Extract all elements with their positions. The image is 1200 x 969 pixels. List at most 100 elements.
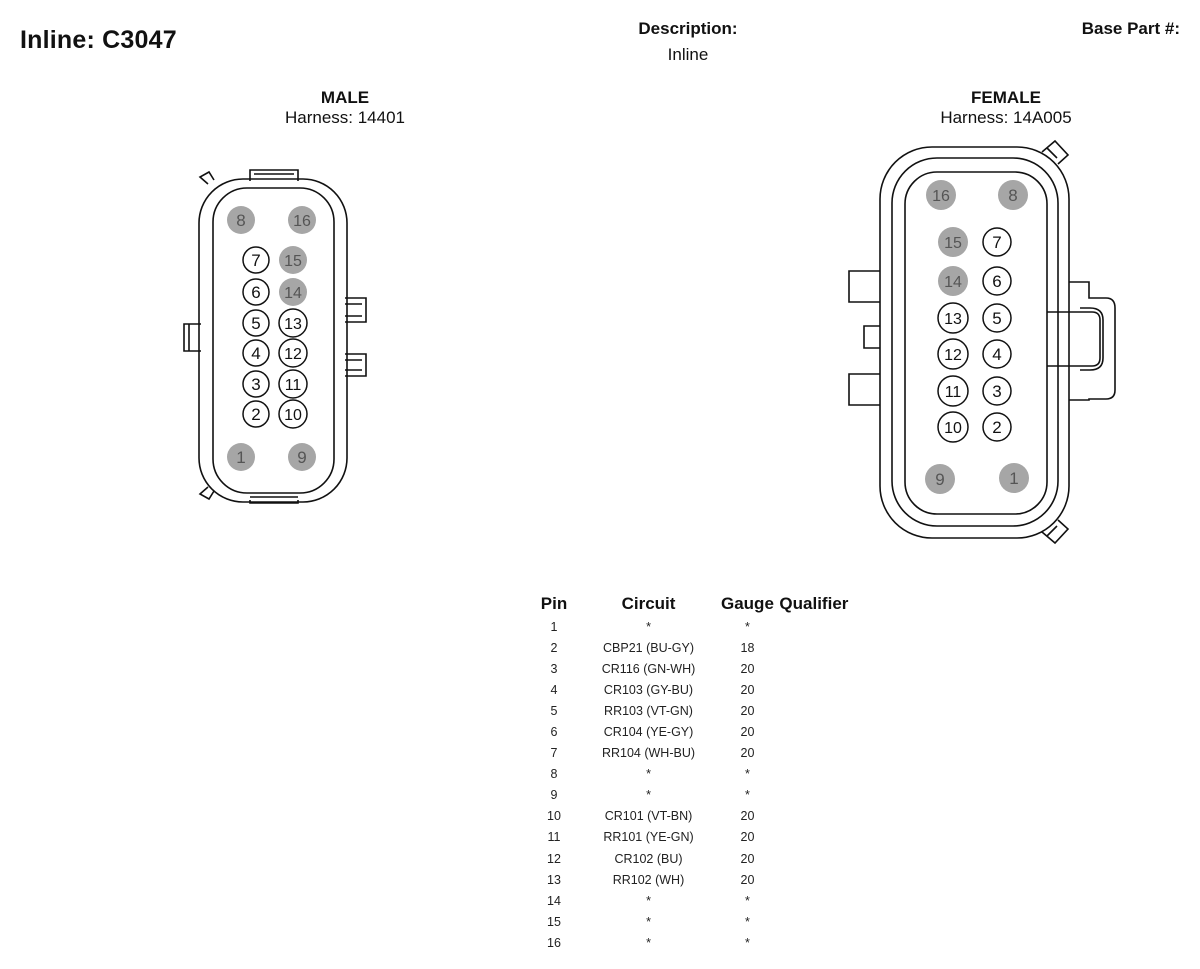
qualifier-cell [774, 743, 854, 764]
female-pin-cavity [937, 302, 969, 334]
male-harness-label: Harness: 14401 [284, 108, 406, 127]
table-row: 16** [532, 932, 854, 953]
circuit-cell: * [646, 935, 651, 950]
circuit-cell: * [646, 767, 651, 782]
gauge-cell: * [745, 767, 750, 782]
qualifier-cell [774, 721, 854, 742]
female-pin-label: 8 [1008, 186, 1017, 205]
gauge-cell: * [745, 893, 750, 908]
pin-column-header: Pin [540, 594, 568, 613]
female-left-key-lower [848, 373, 880, 406]
male-pin-label: 5 [251, 314, 260, 333]
female-pin-label: 4 [992, 345, 1001, 364]
female-pin-label: 7 [992, 233, 1001, 252]
base-part-label: Base Part #: [1081, 19, 1180, 38]
female-pin-cavity [998, 180, 1028, 210]
pin-cell: 9 [550, 788, 558, 803]
pin-cell: 2 [550, 640, 558, 655]
male-top-ear [198, 170, 215, 185]
qualifier-cell [774, 658, 854, 679]
pin-cell: 13 [547, 872, 561, 887]
pin-cell: 1 [550, 619, 558, 634]
table-header-row: Pin Circuit Gauge Qualifier [532, 592, 854, 616]
male-pin-cavity [279, 246, 307, 274]
female-pin-cavity [937, 338, 969, 370]
gauge-cell: 20 [740, 746, 755, 761]
pin-circuit-table: Pin Circuit Gauge Qualifier 1 * * 2 CBP21 (B… [532, 592, 854, 954]
male-pin-cavity [279, 278, 307, 306]
qualifier-cell [774, 911, 854, 932]
circuit-cell: CR104 (YE-GY) [603, 725, 694, 740]
male-pin-label: 13 [284, 316, 302, 333]
male-pin-label: 11 [285, 377, 302, 394]
male-pin-label: 16 [293, 213, 311, 230]
male-gender-label: MALE [320, 88, 370, 107]
male-pin-label: 3 [251, 375, 260, 394]
male-pin-label: 7 [251, 251, 260, 270]
male-connector-heading: MALE Harness: 14401 [225, 88, 465, 128]
circuit-column-header: Circuit [621, 594, 676, 613]
female-pin-label: 3 [992, 382, 1001, 401]
male-pin-label: 2 [251, 405, 260, 424]
circuit-cell: CBP21 (BU-GY) [603, 640, 694, 655]
circuit-cell: RR102 (WH) [612, 872, 685, 887]
female-pin-cavity [982, 266, 1012, 296]
gauge-cell: 20 [740, 809, 755, 824]
qualifier-cell [774, 616, 854, 637]
female-pin-cavity [937, 375, 969, 407]
male-outer-shell [198, 178, 348, 503]
description-value: Inline [667, 45, 709, 64]
circuit-cell: * [646, 893, 651, 908]
male-bottom-tab [249, 500, 299, 504]
male-pin-cavity [288, 206, 316, 234]
female-pin-cavity [937, 411, 969, 443]
connector-title: Inline: C3047 [20, 26, 177, 54]
pin-cell: 4 [550, 682, 558, 697]
female-top-ear [1041, 139, 1070, 165]
qualifier-cell [774, 827, 854, 848]
gauge-cell: * [745, 788, 750, 803]
circuit-cell: RR103 (VT-GN) [604, 703, 693, 718]
male-pin-label: 1 [236, 448, 245, 467]
male-pin-cavity [278, 399, 308, 429]
circuit-cell: CR103 (GY-BU) [603, 682, 694, 697]
female-pin-cavity [982, 376, 1012, 406]
female-left-key-middle [863, 325, 880, 349]
male-bottom-ear [198, 486, 215, 501]
qualifier-cell [774, 700, 854, 721]
male-pin-cavity [278, 369, 308, 399]
pin-cell: 12 [547, 851, 561, 866]
table-row: 14** [532, 890, 854, 911]
qualifier-cell [774, 806, 854, 827]
female-gender-label: FEMALE [971, 88, 1041, 107]
female-pin-cavity [926, 180, 956, 210]
pin-cell: 8 [550, 767, 558, 782]
gauge-column-header: Gauge [721, 594, 774, 613]
qualifier-cell [774, 848, 854, 869]
male-pin-cavity [242, 339, 270, 367]
female-pin-cavity [982, 339, 1012, 369]
male-inner-shell [212, 187, 335, 494]
qualifier-cell [774, 932, 854, 953]
qualifier-cell [774, 679, 854, 700]
female-pin-label: 2 [992, 418, 1001, 437]
qualifier-cell [774, 890, 854, 911]
pin-cell: 6 [550, 725, 558, 740]
gauge-cell: 20 [740, 830, 755, 845]
male-top-tab [249, 169, 299, 181]
qualifier-column-header: Qualifier [779, 594, 849, 613]
circuit-cell: CR116 (GN-WH) [601, 661, 696, 676]
table-row: 2 CBP21 (BU-GY) 18 [532, 637, 854, 658]
pin-cell: 10 [547, 809, 561, 824]
male-pin-label: 10 [284, 407, 302, 424]
female-pin-label: 15 [944, 235, 962, 252]
gauge-cell: 18 [740, 640, 755, 655]
